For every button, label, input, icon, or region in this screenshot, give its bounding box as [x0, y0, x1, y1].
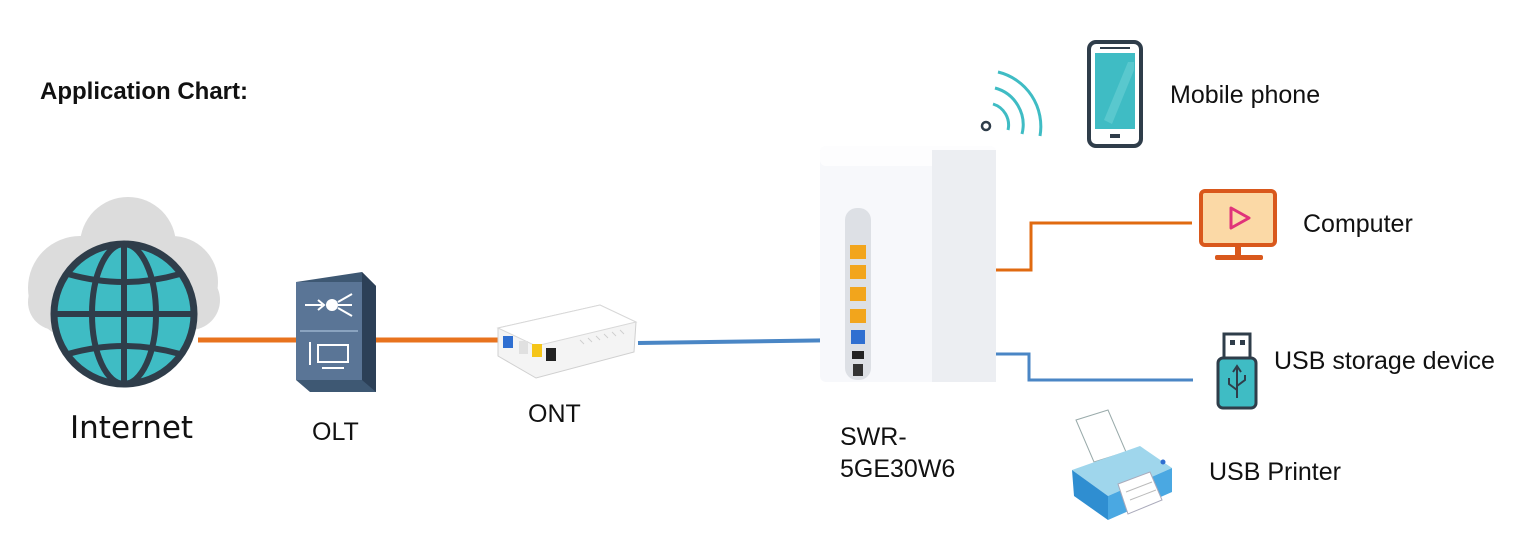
usb-printer-label: USB Printer [1209, 458, 1341, 486]
ont-label: ONT [528, 400, 581, 428]
usb-storage-label: USB storage device [1274, 347, 1495, 375]
computer-label: Computer [1303, 210, 1413, 238]
link-ont-router [637, 338, 851, 345]
mobile-phone-icon [1087, 40, 1143, 148]
computer-monitor-icon [1199, 189, 1277, 260]
globe-icon [50, 240, 198, 388]
router-device-icon [820, 146, 996, 382]
printer-icon [1072, 409, 1172, 520]
page-title: Application Chart: [40, 78, 248, 105]
internet-label: Internet [70, 410, 194, 446]
router-model-line2: 5GE30W6 [840, 455, 956, 483]
olt-label: OLT [312, 418, 359, 446]
router-model-line1: SWR- [840, 423, 907, 451]
mobile-phone-label: Mobile phone [1170, 81, 1321, 109]
ont-device-icon [496, 304, 638, 379]
usb-drive-icon [1216, 332, 1258, 410]
olt-device-icon [296, 272, 376, 392]
wifi-signal-icon [980, 70, 1043, 137]
